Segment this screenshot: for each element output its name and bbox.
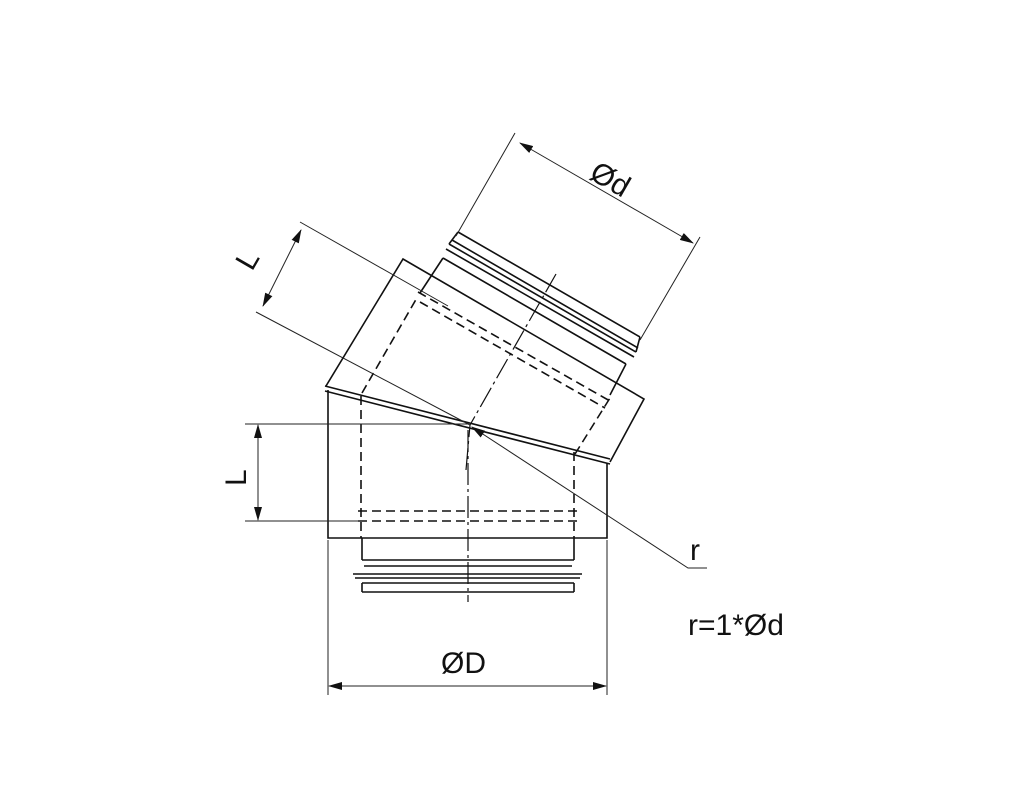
dimension-small-diameter: Ød bbox=[455, 132, 701, 341]
upper-section bbox=[325, 231, 646, 471]
label-small-diameter: Ød bbox=[585, 155, 636, 204]
dimension-length-upper: L bbox=[229, 221, 471, 426]
label-radius: r bbox=[690, 534, 700, 567]
label-length-lower: L bbox=[220, 469, 253, 486]
label-length-upper: L bbox=[229, 245, 266, 276]
radius-leader: r r=1*Ød bbox=[471, 426, 784, 642]
label-radius-formula: r=1*Ød bbox=[688, 609, 784, 642]
lower-section bbox=[324, 385, 611, 602]
dimension-large-diameter: ØD bbox=[327, 540, 608, 695]
dimension-length-lower: L bbox=[220, 423, 468, 522]
label-large-diameter: ØD bbox=[441, 647, 486, 680]
